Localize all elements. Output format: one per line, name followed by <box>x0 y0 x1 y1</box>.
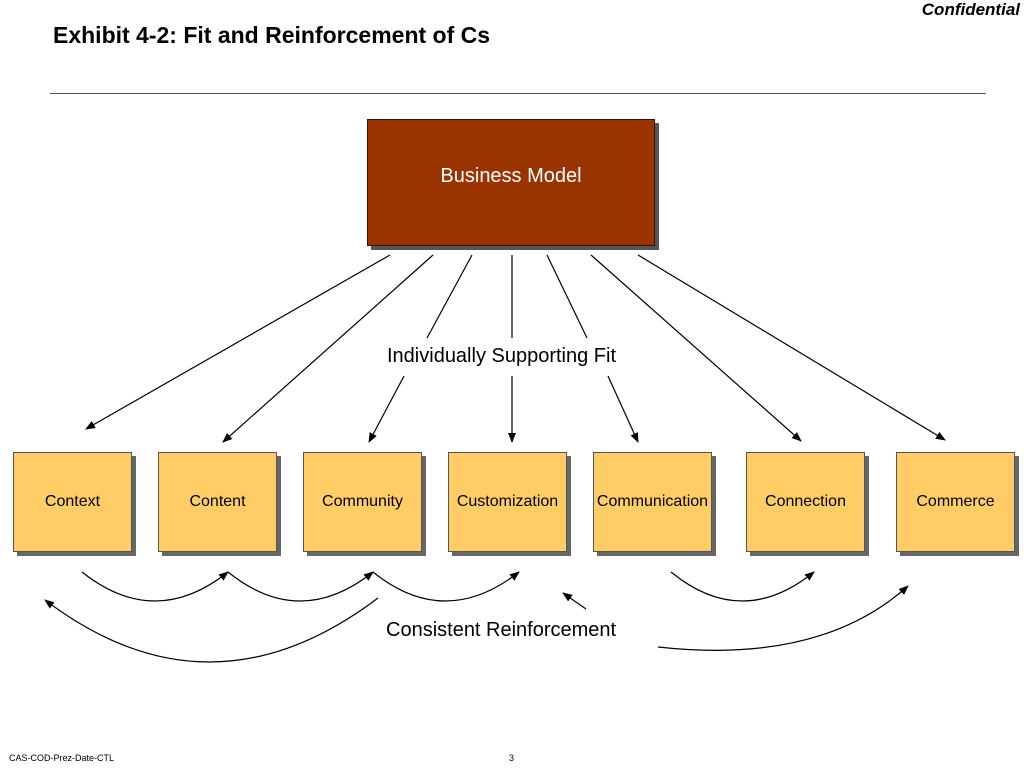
reinforcement-arrows <box>44 571 909 663</box>
business-model-label: Business Model <box>440 165 582 187</box>
title-divider <box>50 93 986 94</box>
c-box-label: Communication <box>596 493 709 510</box>
fit-arrows <box>85 254 946 443</box>
reinforce-community-customization <box>372 571 520 602</box>
reinforcement-label: Consistent Reinforcement <box>384 619 619 642</box>
c-box-context: Context <box>13 452 132 552</box>
c-box-label: Content <box>189 493 246 510</box>
c-box-label: Community <box>322 493 403 510</box>
reinforce-context-content <box>81 571 229 602</box>
fit-arrow-communication-top <box>546 254 588 339</box>
c-box-commerce: Commerce <box>896 452 1015 552</box>
c-box-content: Content <box>158 452 277 552</box>
reinforce-to-commerce <box>657 585 909 651</box>
fit-arrow-content <box>222 254 434 443</box>
reinforce-communication-connection <box>670 571 815 602</box>
confidential-label: Confidential <box>921 0 1020 19</box>
fit-arrow-commerce <box>637 254 946 441</box>
fit-arrow-connection <box>590 254 802 442</box>
c-box-label: Customization <box>456 493 559 510</box>
c-box-label: Connection <box>765 493 846 510</box>
c-box-community: Community <box>303 452 422 552</box>
fit-label: Individually Supporting Fit <box>385 345 619 368</box>
business-model-box: Business Model <box>367 119 655 246</box>
footer-page-number: 3 <box>509 753 515 763</box>
footer-doc-id: CAS-COD-Prez-Date-CTL <box>9 753 115 763</box>
c-box-label: Context <box>44 493 101 510</box>
reinforce-context-community <box>44 597 379 663</box>
fit-arrow-community <box>368 375 405 443</box>
c-box-label: Commerce <box>916 493 995 510</box>
c-box-communication: Communication <box>593 452 712 552</box>
c-box-customization: Customization <box>448 452 567 552</box>
reinforce-to-customization <box>562 592 587 610</box>
reinforce-content-community <box>227 571 374 602</box>
fit-arrow-community-top <box>426 254 473 339</box>
c-box-connection: Connection <box>746 452 865 552</box>
fit-arrow-communication <box>607 375 639 443</box>
page-title: Exhibit 4-2: Fit and Reinforcement of Cs <box>53 22 491 48</box>
fit-arrow-context <box>85 254 391 430</box>
